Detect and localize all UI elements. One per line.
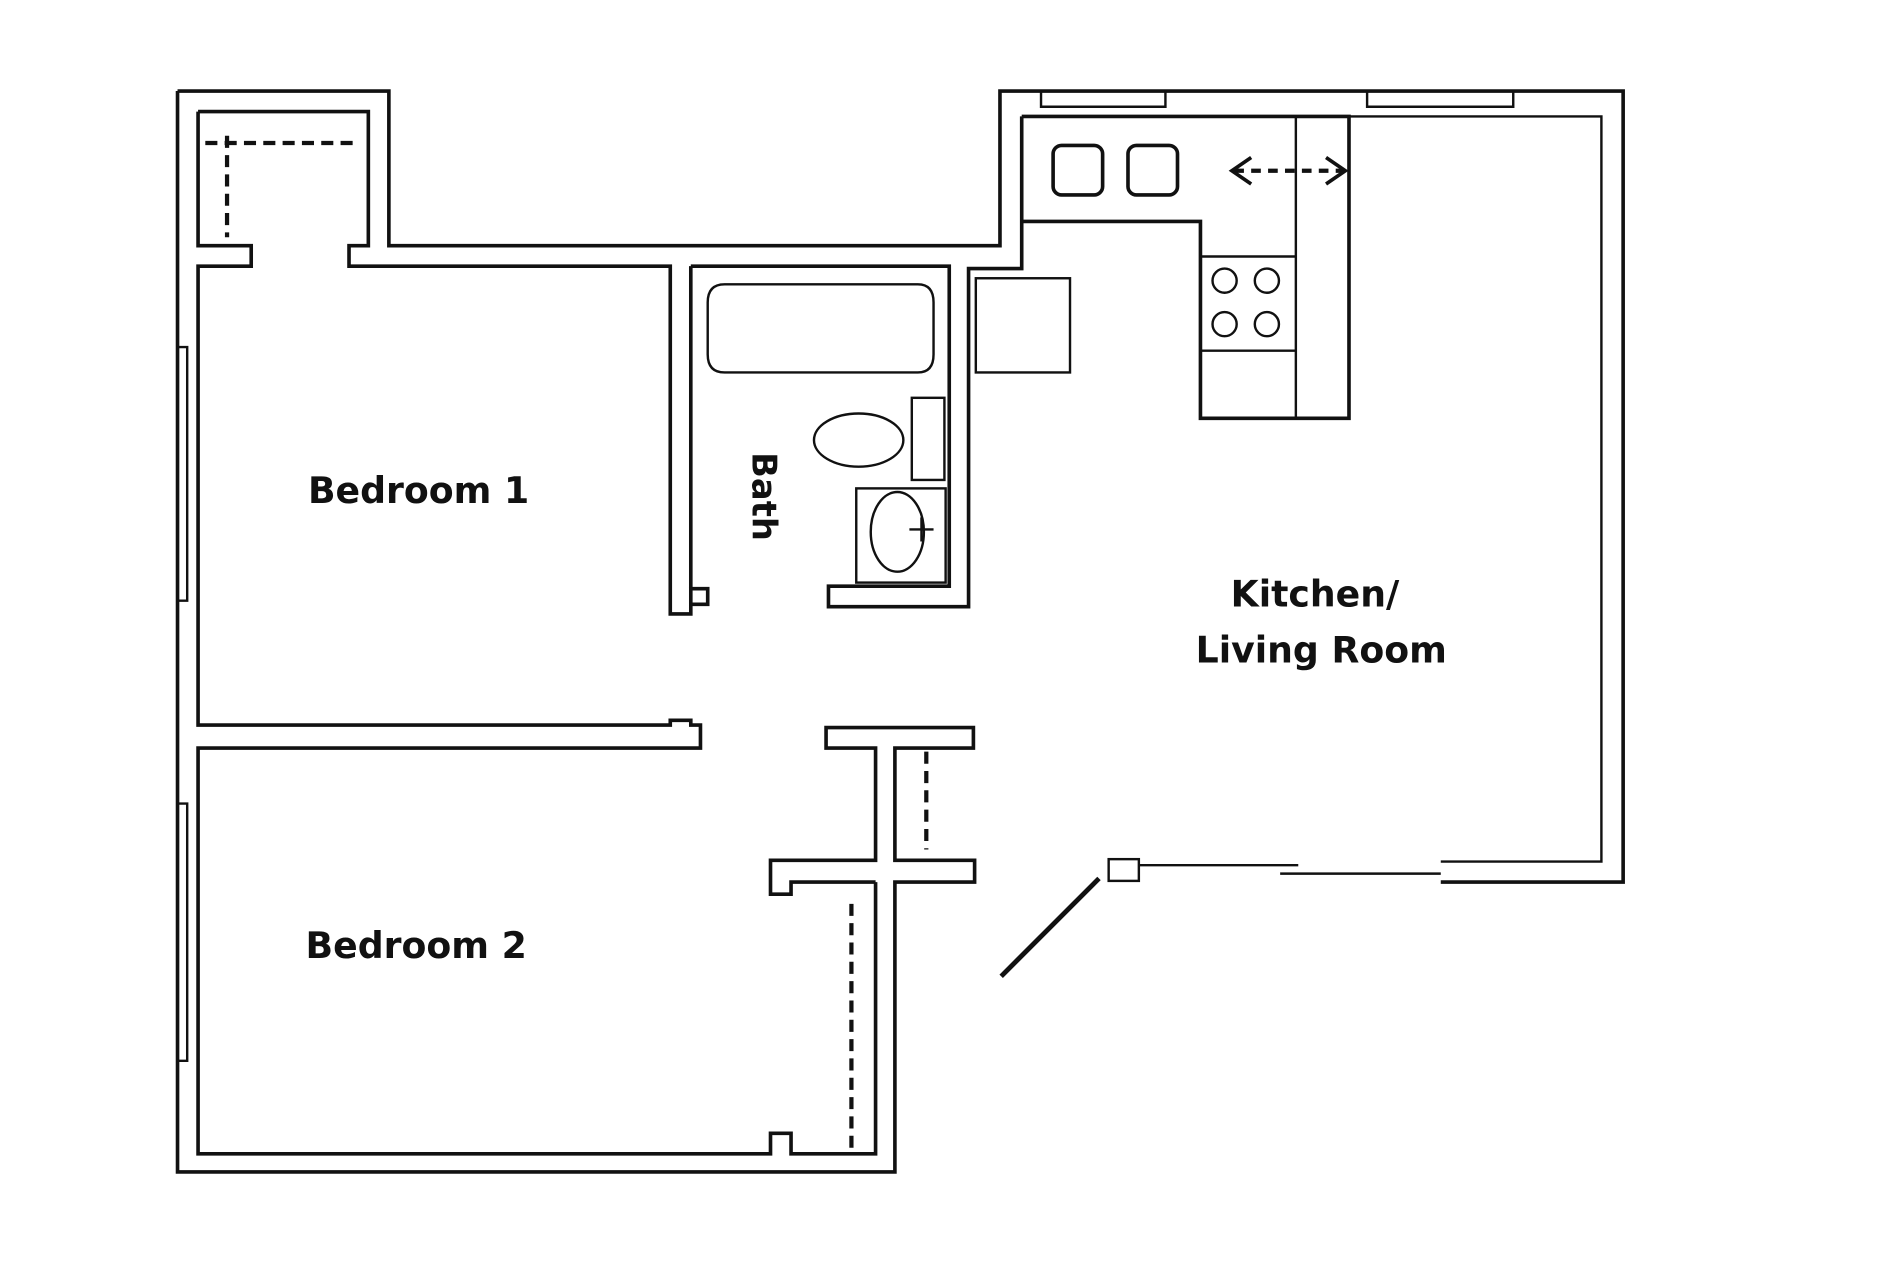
patio-sliding-door — [1138, 863, 1441, 875]
bath-walls — [688, 116, 1024, 609]
kitchen-label: Kitchen/ — [1231, 573, 1400, 616]
refrigerator-icon — [974, 277, 1072, 374]
double-sink-icon — [1051, 143, 1180, 197]
bathtub-icon — [706, 283, 935, 374]
bedroom2-label: Bedroom 2 — [306, 924, 527, 967]
bedroom-windows — [177, 345, 189, 1063]
bedroom1-label: Bedroom 1 — [308, 469, 529, 512]
entry-door — [999, 857, 1141, 979]
bath-label: Bath — [744, 452, 783, 541]
kitchen-counters — [1021, 114, 1603, 863]
bedroom1-closet — [175, 89, 1625, 1174]
sliding-arrow-icon — [1228, 155, 1349, 186]
living-room-label: Living Room — [1196, 628, 1447, 671]
stove-icon — [1211, 267, 1281, 338]
toilet-icon — [812, 396, 946, 482]
kitchen-windows — [1039, 91, 1515, 108]
sink-icon — [855, 487, 947, 584]
